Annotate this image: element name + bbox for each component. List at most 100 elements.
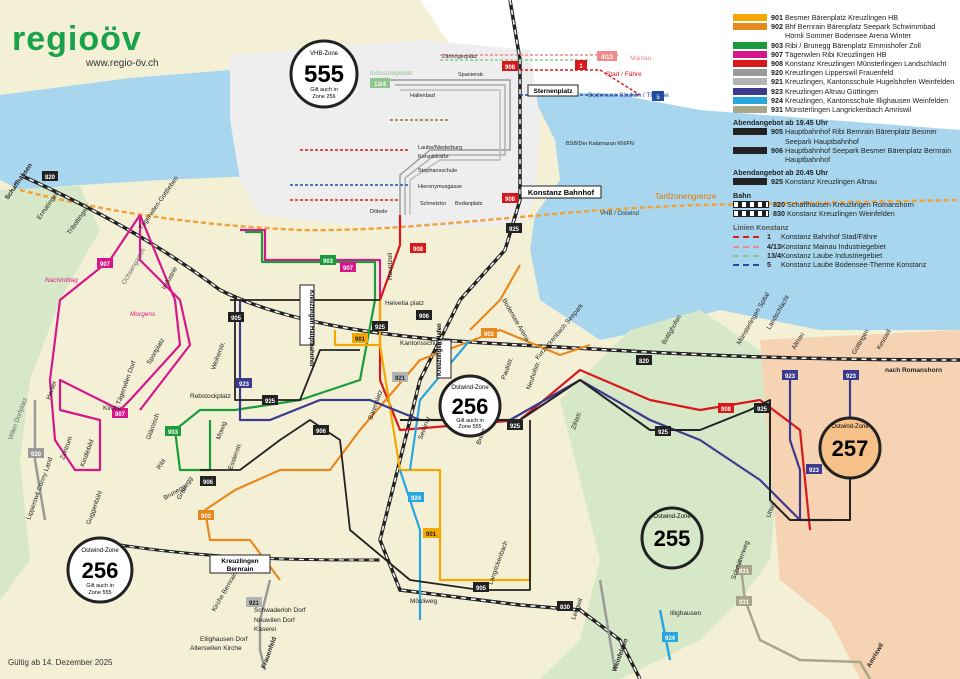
svg-text:905: 905: [231, 316, 242, 322]
line-931: [738, 559, 872, 679]
konstanz-area: [230, 40, 540, 230]
badge-k1: 1: [575, 60, 587, 70]
svg-text:908: 908: [413, 247, 424, 253]
svg-text:Neuwilen Dorf: Neuwilen Dorf: [254, 617, 295, 624]
legend-dash-swatch: [733, 264, 759, 267]
legend-line-number: 1: [767, 232, 771, 242]
legend-line-text: Tägerwilen Ribi Kreuzlingen HB: [785, 49, 887, 59]
line-902: [204, 264, 591, 511]
svg-text:Mösliweg: Mösliweg: [410, 598, 437, 605]
legend-line-text: Kreuzlingen, Kantonsschule Hugelshofen W…: [785, 77, 955, 87]
badge-k5: 5: [652, 91, 664, 101]
zone-256-circle: Ostwind-Zone 256 Gilt auch in Zone 555: [66, 536, 134, 604]
badge-905: 905: [228, 312, 244, 322]
svg-text:Ostwind-Zone: Ostwind-Zone: [653, 514, 691, 520]
badge-903: 903: [320, 255, 336, 265]
svg-text:921: 921: [395, 376, 406, 382]
badge-923: 923: [236, 378, 252, 388]
svg-text:Spanierstr.: Spanierstr.: [458, 72, 485, 78]
west-green-area: [0, 186, 100, 600]
logo-wordmark: regioöv: [12, 20, 142, 58]
svg-text:Hallenbad: Hallenbad: [410, 93, 435, 99]
legend-dash-swatch: [733, 236, 759, 239]
legend-dash-swatch: [733, 254, 759, 257]
legend-line-number: 5: [767, 260, 771, 270]
svg-text:Stad / Fähre: Stad / Fähre: [606, 71, 642, 78]
legend-line-text: Hauptbahnhof Ribi Bernrain Bärenplatz Be…: [785, 127, 937, 146]
badge-k134: 13/4: [370, 78, 390, 88]
badge-k413: 4/13: [597, 51, 617, 61]
legend-swatch: [733, 106, 767, 114]
station-sternenplatz: Sternenplatz: [527, 84, 579, 97]
svg-text:906: 906: [419, 314, 430, 320]
legend-line-text: Hauptbahnhof Seepark Besmer Bärenplatz B…: [785, 145, 952, 165]
badge-907: 907: [112, 408, 128, 418]
svg-text:Gilt auch in: Gilt auch in: [86, 583, 114, 589]
legend-line-text: Kreuzlingen Lipperswil Frauenfeld: [785, 68, 894, 78]
line-925: [400, 379, 851, 521]
rail-830: [379, 0, 641, 679]
legend-line-text: Kreuzlingen Altnau Güttingen: [785, 86, 879, 96]
legend-line-number: 830: [773, 209, 785, 219]
line-903: [245, 230, 377, 300]
legend-line-text: Münsterlingen Langrickenbach Amriswil: [785, 105, 912, 115]
svg-text:Ostwind-Zone: Ostwind-Zone: [451, 385, 489, 391]
svg-text:931: 931: [739, 569, 750, 575]
badge-925: 925: [754, 403, 770, 413]
svg-text:Kirche: Kirche: [103, 405, 122, 412]
svg-text:VHB-Zone: VHB-Zone: [310, 51, 339, 57]
svg-text:921: 921: [249, 601, 260, 607]
svg-text:Zone 256: Zone 256: [312, 94, 335, 100]
svg-text:Kreuzlingen Hafen: Kreuzlingen Hafen: [437, 323, 443, 376]
svg-text:931: 931: [739, 600, 750, 606]
svg-text:Zone 555: Zone 555: [88, 590, 111, 596]
legend-swatch: [733, 128, 767, 136]
svg-text:820: 820: [45, 175, 56, 181]
badge-905: 905: [473, 582, 489, 592]
zone-255-circle: Ostwind-Zone 255: [640, 506, 704, 570]
station-konstanz-bahnhof: Konstanz Bahnhof: [520, 185, 602, 199]
svg-text:906: 906: [316, 429, 327, 435]
badge-907: 907: [340, 262, 356, 272]
legend-line-text: Konstanz Laube Bodensee-Therme Konstanz: [781, 260, 927, 270]
legend-heading: Linien Konstanz: [733, 223, 789, 233]
station-kreuzlingen-hb: Kreuzlingen Hauptbahnhof: [299, 284, 315, 368]
svg-text:4/13: 4/13: [601, 55, 613, 61]
line-907: [138, 215, 192, 411]
badge-901: 901: [352, 333, 368, 343]
legend-line-number: 4/13: [767, 241, 781, 251]
svg-text:Illighausen: Illighausen: [670, 610, 701, 617]
svg-text:Döbele: Döbele: [370, 209, 387, 215]
svg-text:901: 901: [355, 337, 366, 343]
svg-text:925: 925: [509, 227, 520, 233]
svg-text:255: 255: [654, 526, 691, 551]
svg-text:923: 923: [846, 374, 857, 380]
badge-924: 924: [408, 492, 424, 502]
svg-text:13/4: 13/4: [374, 82, 386, 88]
line-badges: 820 820 830 907 907 907 903 903 908 908 …: [28, 51, 859, 642]
badge-820: 820: [42, 171, 58, 181]
svg-text:903: 903: [168, 430, 179, 436]
legend-heading: Bahn: [733, 190, 751, 200]
legend-dash-swatch: [733, 245, 759, 248]
svg-text:Morgens: Morgens: [130, 311, 156, 318]
badge-931: 931: [736, 565, 752, 575]
legend-line-text: Ribi / Brunegg Bärenplatz Emmishofer Zol…: [785, 40, 921, 50]
svg-text:902: 902: [201, 514, 212, 520]
svg-text:257: 257: [832, 436, 869, 461]
svg-text:555: 555: [304, 61, 344, 88]
svg-text:820: 820: [639, 359, 650, 365]
rail-820: [19, 174, 960, 361]
line-924: [408, 339, 471, 471]
